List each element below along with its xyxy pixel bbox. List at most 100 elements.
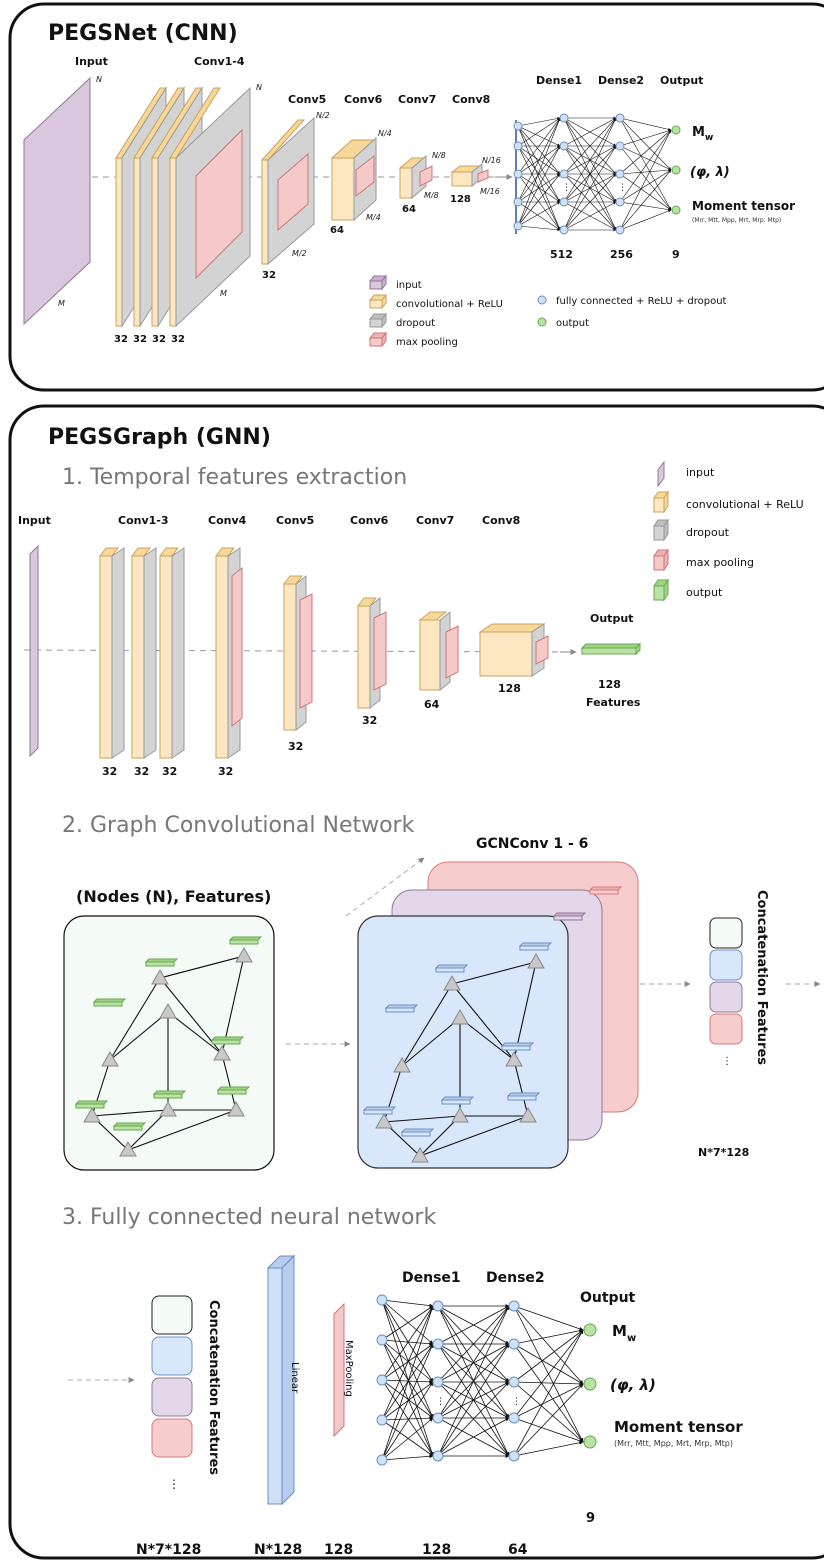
hidden-node: [513, 169, 523, 179]
dense-edges: [381, 1299, 584, 1461]
fc-output-mw: Mw: [612, 1322, 636, 1344]
cnn-output-mt: Moment tensor: [692, 199, 795, 213]
cnn-conv4-pool: [195, 128, 243, 280]
dense-edge: [619, 117, 672, 211]
gnn-legend-input: input: [686, 466, 715, 479]
fc-concat-stack: ⋮: [151, 1295, 193, 1491]
cnn-count-d1: 512: [550, 248, 573, 261]
graph-box: [63, 915, 275, 1171]
cnn-output-mt-sub: (Mrr, Mtt, Mpp, Mrt, Mrp, Mtp): [692, 217, 781, 224]
gnn-label-conv5: Conv5: [276, 514, 314, 527]
hidden-node: [432, 1300, 444, 1312]
cnn-dim-n8: N/8: [432, 151, 446, 160]
output-node: [671, 205, 681, 215]
dense-edges: [517, 116, 672, 232]
dense-edge: [513, 1329, 584, 1457]
dense-edge: [437, 1343, 510, 1457]
dense-edge: [619, 117, 672, 171]
feature-vector-face: [229, 939, 259, 945]
ellipsis: ⋮: [618, 183, 627, 193]
hidden-node: [559, 141, 569, 151]
dense-edge: [381, 1343, 434, 1381]
hidden-node: [513, 141, 523, 151]
cnn-dim-n: N: [96, 75, 102, 84]
graph-node: [411, 1146, 429, 1163]
graph-node: [451, 1008, 469, 1025]
dense-edge: [381, 1305, 434, 1461]
cnn-label-conv5: Conv5: [288, 93, 326, 106]
gnn-count-c7: 64: [424, 698, 440, 711]
cnn-dim-m8: M/8: [424, 191, 439, 200]
ellipsis: ⋮: [512, 1397, 521, 1407]
hidden-node: [513, 221, 523, 231]
gnn-dashed-arrow-up: [345, 857, 425, 917]
gnn-output-bar: [580, 642, 642, 656]
cnn-conv8-block: [450, 162, 489, 188]
dense-edge: [437, 1417, 510, 1457]
dense-edge: [381, 1339, 434, 1346]
dense-edge: [437, 1381, 510, 1457]
dense-edge: [619, 201, 672, 212]
gnn-gcn-title: GCNConv 1 - 6: [476, 836, 588, 852]
fc-label-output: Output: [580, 1290, 636, 1306]
dense-edge: [517, 145, 561, 203]
graph-node: [375, 1112, 393, 1129]
graph-edge: [513, 1059, 529, 1117]
cnn-count-c2: 32: [133, 334, 147, 345]
gnn-label-conv13: Conv1-3: [118, 514, 169, 527]
cnn-conv7-block: [398, 154, 433, 200]
graph-node: [227, 1100, 245, 1117]
fc-bottom-3: 128: [324, 1542, 353, 1558]
graph-edge: [459, 1017, 515, 1061]
maxpool-layer: [333, 1302, 345, 1438]
gnn-step1: 1. Temporal features extraction: [62, 465, 407, 490]
hidden-node: [559, 197, 569, 207]
dense-edge: [513, 1383, 584, 1457]
cnn-count-c4: 32: [171, 334, 185, 345]
graph-node: [213, 1044, 231, 1061]
cnn-label-conv8: Conv8: [452, 93, 490, 106]
ellipsis: ⋮: [562, 183, 571, 193]
cnn-dim-n16: N/16: [482, 156, 501, 165]
cnn-legend-fc: fully connected + ReLU + dropout: [556, 296, 727, 307]
graph-edge: [167, 1011, 223, 1055]
gnn-label-input: Input: [18, 514, 51, 527]
cnn-count-c1: 32: [114, 334, 128, 345]
cnn-dim-m-conv: M: [220, 289, 227, 298]
maxpool-label: MaxPooling: [343, 1340, 354, 1397]
dense-edge: [381, 1417, 434, 1461]
dense-edge: [381, 1305, 434, 1341]
dense-edge: [513, 1417, 584, 1443]
dense-edge: [517, 117, 561, 175]
hidden-node: [376, 1374, 388, 1386]
graph-edge: [159, 955, 245, 979]
feature-vector-face: [145, 961, 175, 967]
hidden-node: [508, 1412, 520, 1424]
hidden-node: [559, 225, 569, 235]
dense-edge: [381, 1299, 434, 1419]
feature-vector-face: [401, 1131, 431, 1137]
dense-edge: [563, 117, 617, 147]
dense-edge: [381, 1299, 434, 1345]
graph-edge: [419, 1115, 529, 1157]
gnn-step3: 3. Fully connected neural network: [62, 1205, 436, 1230]
svg-text:⋮: ⋮: [168, 1477, 180, 1491]
fc-bottom-1: N*7*128: [136, 1542, 201, 1558]
fc-label-dense2: Dense2: [486, 1270, 545, 1286]
hidden-node: [376, 1454, 388, 1466]
fc-output-mt: Moment tensor: [614, 1418, 743, 1436]
cnn-dense-network: ⋮⋮: [513, 113, 681, 235]
dense-edge: [517, 201, 561, 231]
gnn-count-c2: 32: [134, 765, 149, 778]
hidden-node: [615, 113, 625, 123]
cnn-count-c7: 64: [402, 204, 416, 215]
fc-output-phi: (φ, λ): [610, 1376, 656, 1394]
graph-edge: [127, 1109, 169, 1151]
fc-dense-network: ⋮⋮: [376, 1294, 597, 1466]
dense-edge: [381, 1419, 434, 1457]
gnn-conv8-block: [478, 623, 549, 677]
dense-edge: [517, 117, 561, 127]
dense-edge: [381, 1339, 434, 1419]
graph-edge: [221, 1053, 237, 1111]
cnn-dim-n4: N/4: [378, 129, 392, 138]
